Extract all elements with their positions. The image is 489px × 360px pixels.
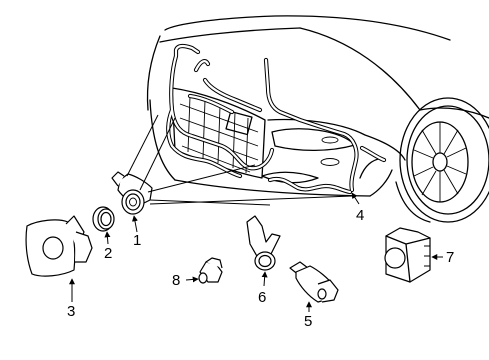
- callout-4-leader: [351, 192, 360, 205]
- sensor-holder-clip-part: [246, 215, 281, 271]
- connector-part: [198, 257, 223, 284]
- callout-6-leader: [261, 271, 268, 287]
- sensor-location-line: [139, 117, 176, 191]
- park-sensor-part: [111, 171, 153, 215]
- sensor-part: [289, 261, 339, 303]
- callout-5-label: 5: [304, 313, 312, 330]
- sensor-bracket-part: [25, 215, 93, 277]
- callout-6-label: 6: [258, 289, 266, 306]
- sensor-location-line: [126, 114, 159, 177]
- callout-2-leader: [104, 231, 111, 245]
- control-module-part: [384, 227, 431, 283]
- wiring-harness: [166, 43, 387, 195]
- callout-8-label: 8: [172, 272, 180, 289]
- callout-8-leader: [185, 276, 199, 283]
- callout-4-label: 4: [356, 207, 364, 224]
- sensor-location-line: [147, 164, 256, 193]
- callout-1-leader: [132, 215, 138, 233]
- callout-1-label: 1: [133, 232, 141, 249]
- vehicle-front-illustration: [146, 15, 489, 223]
- sensor-location-line: [149, 199, 271, 206]
- callout-7-label: 7: [446, 249, 454, 266]
- sensor-ring-part: [92, 206, 115, 232]
- sensor-location-line: [149, 195, 353, 205]
- callout-3-label: 3: [67, 303, 75, 320]
- callout-2-label: 2: [104, 245, 112, 262]
